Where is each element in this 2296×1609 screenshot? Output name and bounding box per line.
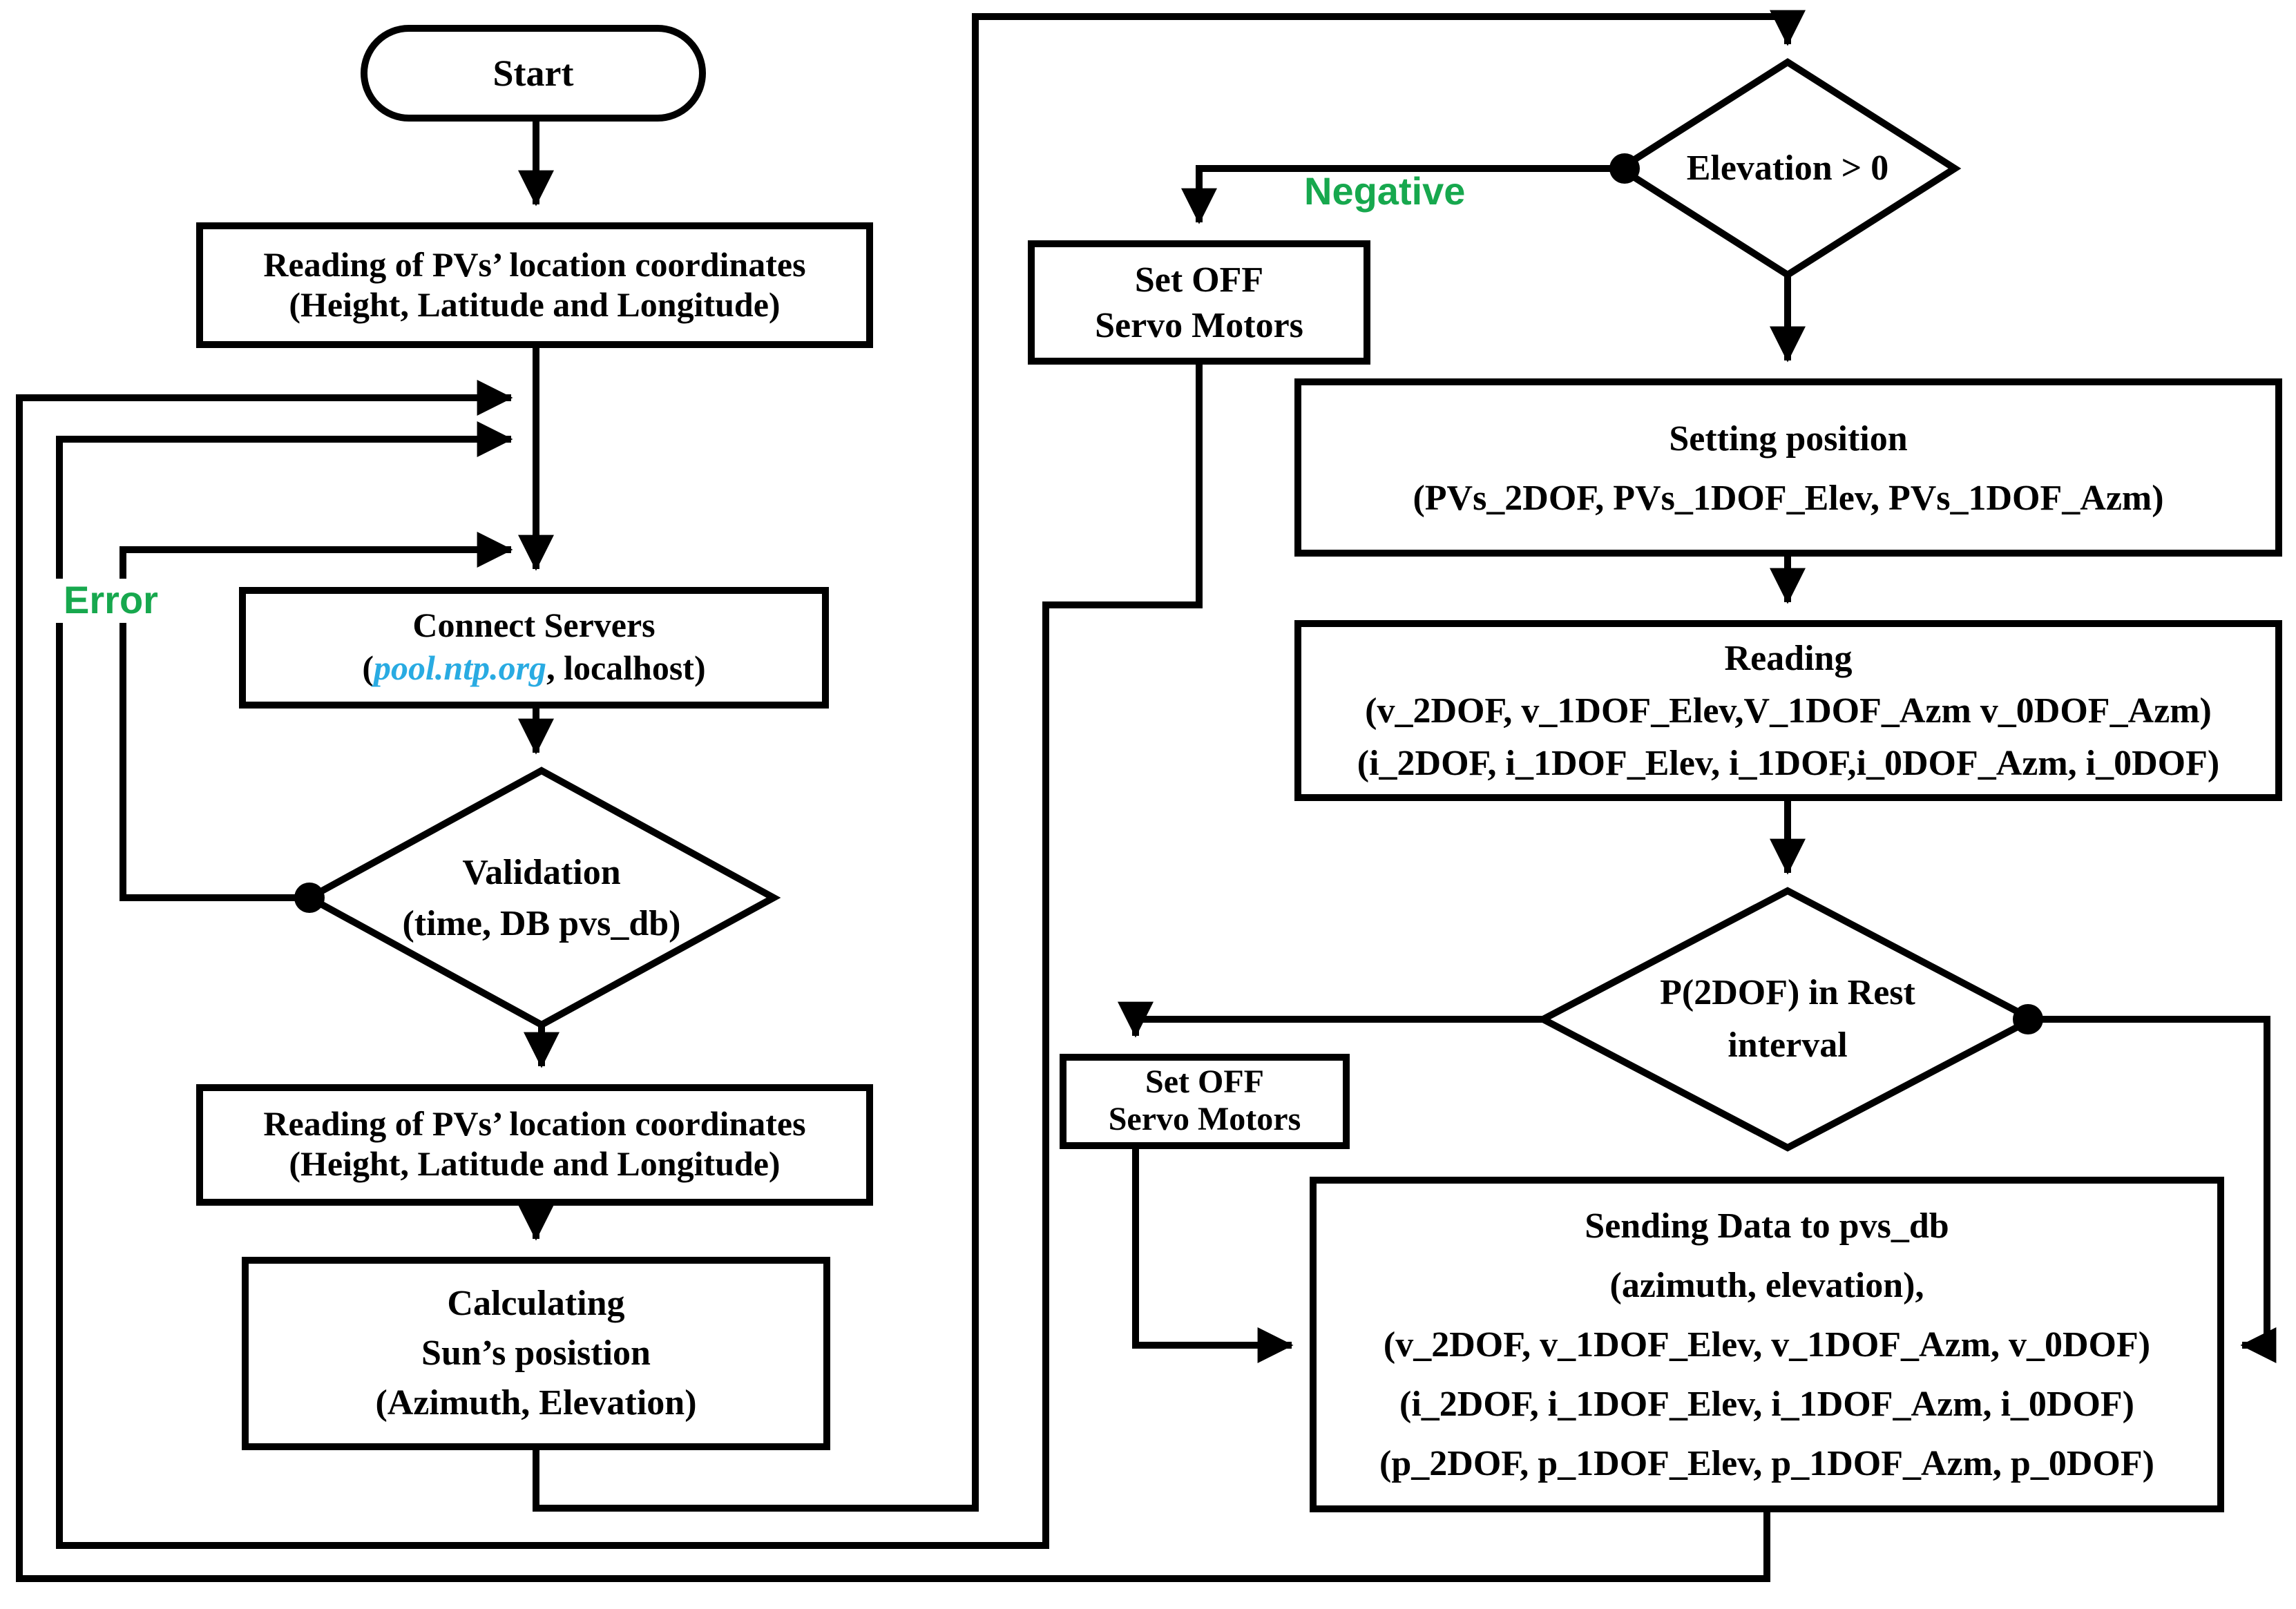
process-read-coordinates-1: Reading of PVs’ location coordinates (He…	[196, 222, 873, 348]
sending-line4: (i_2DOF, i_1DOF_Elev, i_1DOF_Azm, i_0DOF…	[1399, 1384, 2134, 1424]
decision-p2dof-shape	[1536, 887, 2040, 1152]
process-sending-data: Sending Data to pvs_db (azimuth, elevati…	[1310, 1177, 2224, 1512]
validation-line1: Validation	[462, 852, 621, 892]
process-read-coordinates-2: Reading of PVs’ location coordinates (He…	[196, 1084, 873, 1206]
elevation-label: Elevation > 0	[1686, 148, 1889, 188]
sending-line5: (p_2DOF, p_1DOF_Elev, p_1DOF_Azm, p_0DOF…	[1379, 1443, 2154, 1483]
process-calculating-sun-position: Calculating Sun’s posistion (Azimuth, El…	[242, 1257, 830, 1450]
setoff2-line2: Servo Motors	[1108, 1101, 1301, 1137]
edge-calculating-to-elevation-loop	[533, 10, 1806, 1512]
connect-servers-title: Connect Servers	[412, 608, 656, 645]
sending-line1: Sending Data to pvs_db	[1585, 1206, 1949, 1246]
edge-p2dof-right-loop-to-sending	[2032, 1016, 2277, 1363]
edge-validation-error-loop	[119, 532, 513, 901]
decision-validation-shape	[302, 767, 781, 1029]
process-set-off-servo-motors-1: Set OFF Servo Motors	[1028, 240, 1370, 365]
p2dof-line2: interval	[1728, 1025, 1848, 1065]
edge-setoff1-inner-feedback-loop	[56, 365, 1203, 1549]
read-coords-1-line1: Reading of PVs’ location coordinates	[263, 247, 806, 284]
edge-elevation-negative-to-setoff1	[1181, 165, 1620, 224]
ntp-server-link: pool.ntp.org	[374, 651, 547, 688]
read-coords-2-line2: (Height, Latitude and Longitude)	[289, 1146, 781, 1184]
reading-line1: Reading	[1724, 637, 1853, 677]
junction-dot-elevation	[1609, 153, 1640, 184]
process-connect-servers: Connect Servers (pool.ntp.org, localhost…	[239, 587, 829, 709]
negative-edge-label: Negative	[1304, 170, 1466, 213]
decision-validation-text: Validation (time, DB pvs_db)	[348, 829, 735, 967]
calculating-line3: (Azimuth, Elevation)	[375, 1382, 697, 1423]
read-coords-1-line2: (Height, Latitude and Longitude)	[289, 287, 781, 324]
junction-dot-validation	[294, 883, 325, 913]
calculating-line2: Sun’s posistion	[421, 1333, 651, 1373]
setting-line2: (PVs_2DOF, PVs_1DOF_Elev, PVs_1DOF_Azm)	[1413, 477, 2164, 517]
setoff1-line2: Servo Motors	[1095, 305, 1303, 345]
process-set-off-servo-motors-2: Set OFF Servo Motors	[1060, 1054, 1350, 1149]
start-node: Start	[361, 25, 706, 122]
process-setting-position: Setting position (PVs_2DOF, PVs_1DOF_Ele…	[1294, 378, 2282, 557]
reading-line2: (v_2DOF, v_1DOF_Elev,V_1DOF_Azm v_0DOF_A…	[1365, 690, 2212, 730]
validation-line2: (time, DB pvs_db)	[402, 903, 681, 943]
connect-detail-prefix: (	[362, 651, 374, 688]
junction-dot-p2dof	[2013, 1004, 2043, 1034]
start-label: Start	[492, 52, 574, 93]
read-coords-2-line1: Reading of PVs’ location coordinates	[263, 1106, 806, 1144]
process-reading-sensors: Reading (v_2DOF, v_1DOF_Elev,V_1DOF_Azm …	[1294, 620, 2282, 801]
setoff2-line1: Set OFF	[1145, 1064, 1264, 1100]
p2dof-line1: P(2DOF) in Rest	[1660, 972, 1915, 1012]
sending-line2: (azimuth, elevation),	[1609, 1265, 1924, 1305]
edge-p2dof-to-setoff2	[1118, 1001, 1543, 1038]
edge-sending-outer-feedback-loop	[16, 380, 1770, 1582]
edge-setoff2-to-sending	[1132, 1149, 1294, 1363]
decision-elevation-shape	[1614, 58, 1962, 279]
setoff1-line1: Set OFF	[1134, 260, 1264, 300]
decision-elevation-text: Elevation > 0	[1622, 131, 1953, 206]
connect-detail-suffix: , localhost)	[546, 651, 706, 688]
reading-line3: (i_2DOF, i_1DOF_Elev, i_1DOF,i_0DOF_Azm,…	[1357, 742, 2220, 782]
sending-line3: (v_2DOF, v_1DOF_Elev, v_1DOF_Azm, v_0DOF…	[1383, 1324, 2151, 1365]
setting-line1: Setting position	[1669, 418, 1908, 458]
connect-servers-detail: (pool.ntp.org, localhost)	[362, 648, 705, 691]
calculating-line1: Calculating	[447, 1283, 625, 1323]
decision-p2dof-text: P(2DOF) in Rest interval	[1594, 960, 1981, 1079]
error-edge-label: Error	[55, 579, 166, 623]
